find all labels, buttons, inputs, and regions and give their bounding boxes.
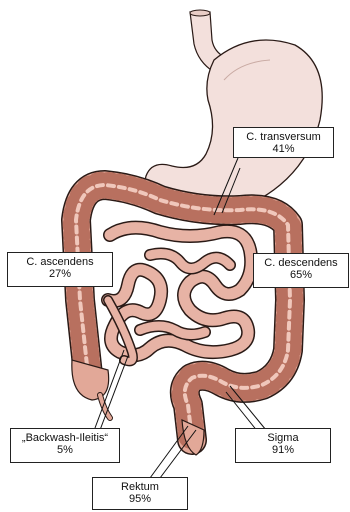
label-value: 65% bbox=[254, 269, 348, 281]
label-value: 91% bbox=[236, 444, 330, 456]
label-c-ascendens: C. ascendens 27% bbox=[7, 252, 113, 287]
label-name: C. transversum bbox=[234, 131, 333, 143]
label-c-transversum: C. transversum 41% bbox=[233, 127, 334, 158]
label-value: 41% bbox=[234, 143, 333, 155]
label-backwash-ileitis: „Backwash-Ileitis“ 5% bbox=[10, 428, 120, 463]
label-value: 95% bbox=[93, 493, 187, 505]
label-name: C. ascendens bbox=[8, 256, 112, 268]
label-rektum: Rektum 95% bbox=[92, 477, 188, 510]
label-name: Sigma bbox=[236, 432, 330, 444]
label-sigma: Sigma 91% bbox=[235, 428, 331, 463]
label-c-descendens: C. descendens 65% bbox=[253, 253, 349, 288]
label-name: C. descendens bbox=[254, 257, 348, 269]
label-name: Rektum bbox=[93, 481, 187, 493]
esophagus-opening bbox=[190, 10, 210, 16]
caecum bbox=[72, 360, 109, 400]
label-name: „Backwash-Ileitis“ bbox=[11, 432, 119, 444]
label-value: 5% bbox=[11, 444, 119, 456]
label-value: 27% bbox=[8, 268, 112, 280]
colon bbox=[76, 185, 290, 440]
